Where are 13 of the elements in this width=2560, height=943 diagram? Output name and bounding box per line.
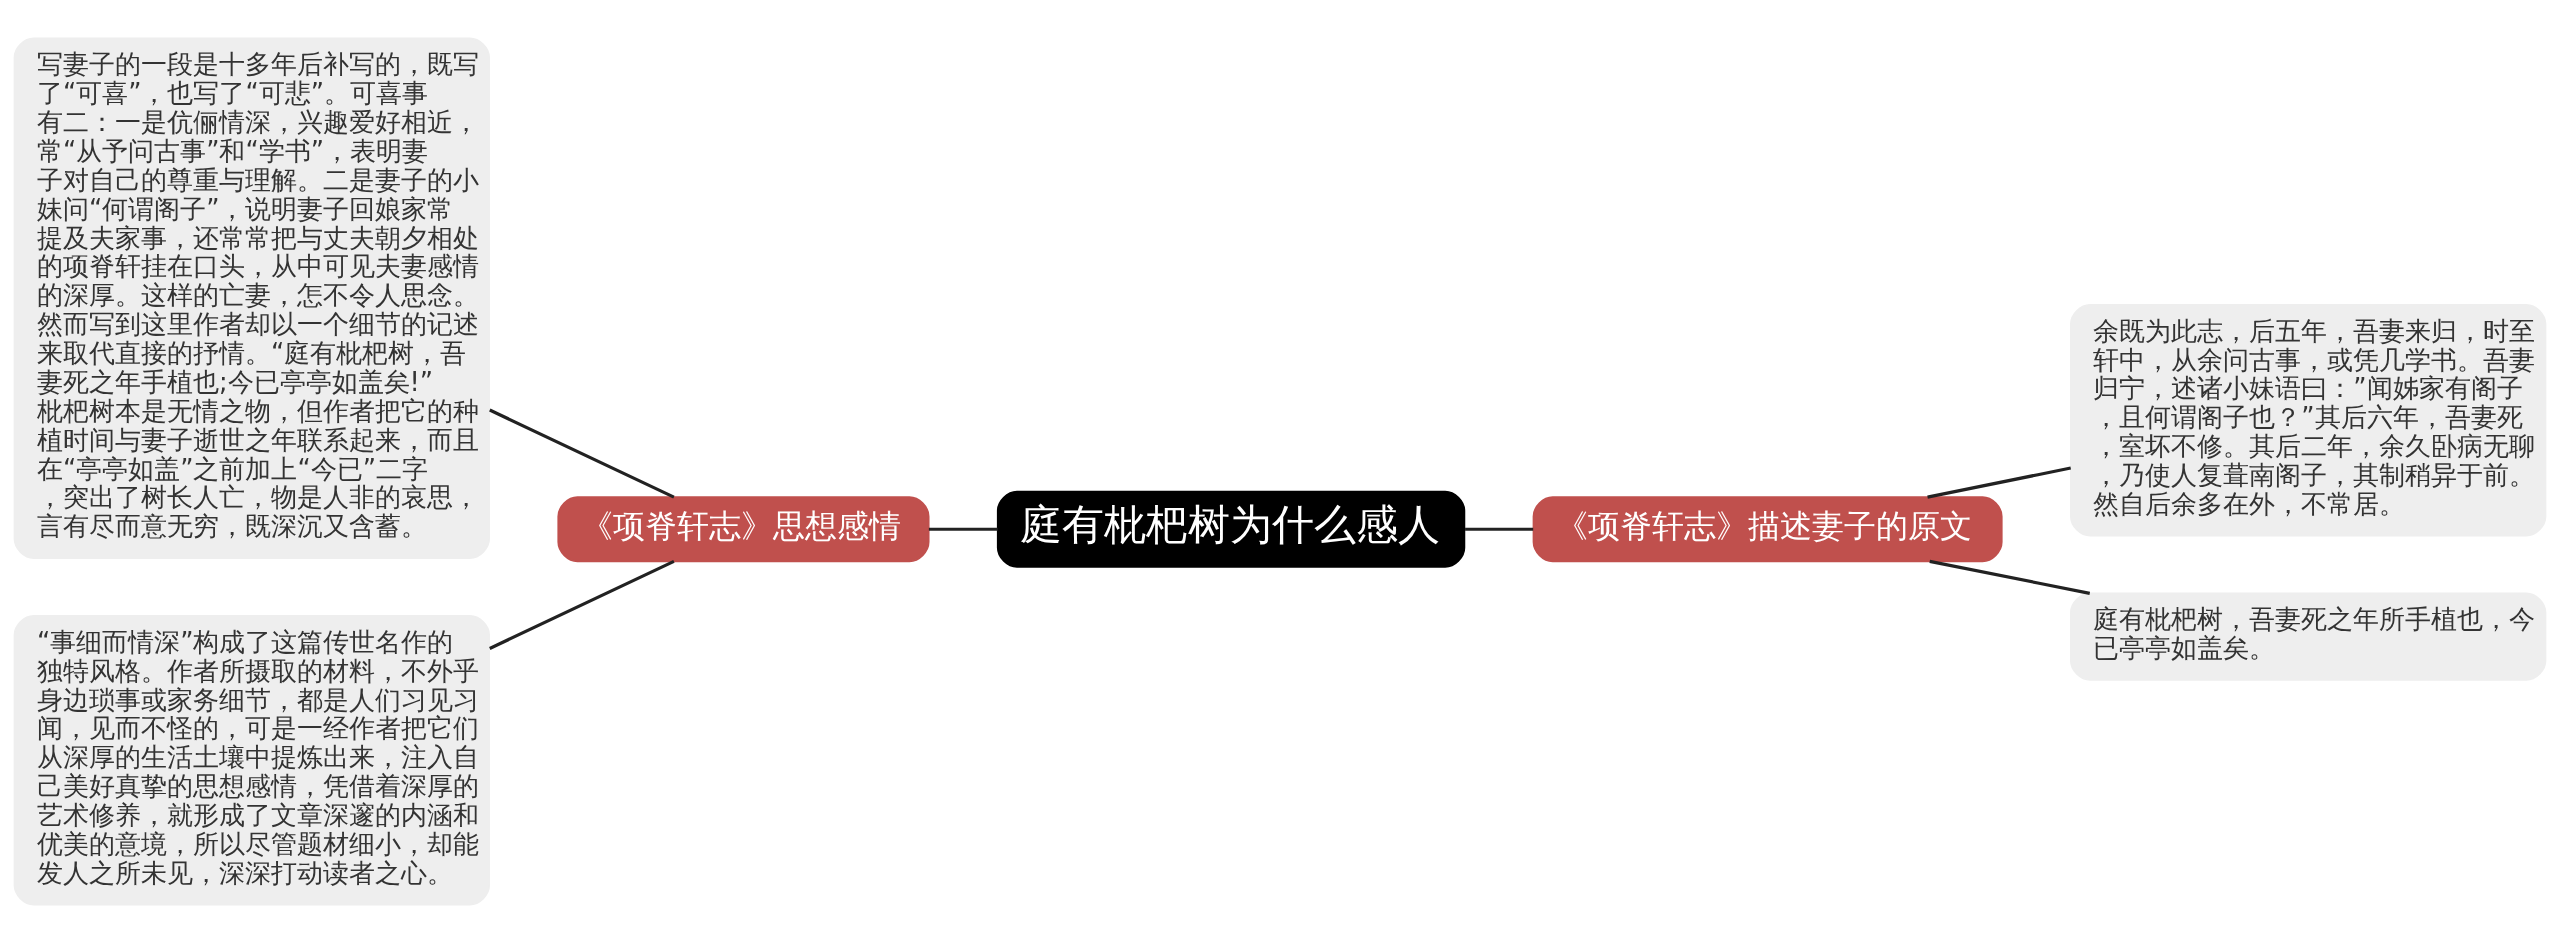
node-box: 余既为此志，后五年，吾妻来归，时至轩中，从余问古事，或凭几学书。吾妻归宁，述诸小妹语曰：”闻姊家有阁子，且何谓阁子也？”其后六年，吾妻死，室坏不修。其后二年，余久卧病无聊，乃使人复葺南阁子，其制稍异于前。然自后余多在外，不常居。: [2070, 303, 2547, 537]
connector: [489, 408, 675, 499]
node-box: 《项脊轩志》思想感情: [557, 496, 930, 563]
connector: [1929, 559, 2091, 595]
node-box: 庭有枇杷树为什么感人: [996, 490, 1466, 568]
connector: [489, 559, 675, 650]
node-box: 庭有枇杷树，吾妻死之年所手植也，今已亭亭如盖矣。: [2070, 592, 2547, 681]
node-box: “事细而情深”构成了这篇传世名作的独特风格。作者所摄取的材料，不外乎身边琐事或家务细节，都是人们习见习闻，见而不怪的，可是一经作者把它们从深厚的生活土壤中提炼出来，注入自己美好真挚的思想感情，凭借着深厚的艺术修养，就形成了文章深邃的内涵和优美的意境，所以尽管题材细小，却能发人之所未见，深深打动读者之心。: [13, 615, 491, 906]
connector: [1927, 466, 2072, 499]
connector: [1465, 527, 1534, 531]
node-box: 《项脊轩志》描述妻子的原文: [1532, 496, 2003, 563]
node-box: 写妻子的一段是十多年后补写的，既写了“可喜”，也写了“可悲”。可喜事有二：一是伉俪情深，兴趣爱好相近，常“从予问古事”和“学书”，表明妻子对自己的尊重与理解。二是妻子的小妹问“何谓阁子”，说明妻子回娘家常提及夫家事，还常常把与丈夫朝夕相处的项脊轩挂在口头，从中可见夫妻感情的深厚。这样的亡妻，怎不令人思念。然而写到这里作者却以一个细节的记述来取代直接的抒情。“庭有枇杷树，吾妻死之年手植也;今已亭亭如盖矣!”枇杷树本是无情之物，但作者把它的种植时间与妻子逝世之年联系起来，而且在“亭亭如盖”之前加上“今已”二字，突出了树长人亡，物是人非的哀思，言有尽而意无穷，既深沉又含蓄。: [13, 37, 491, 559]
connector: [928, 527, 998, 531]
